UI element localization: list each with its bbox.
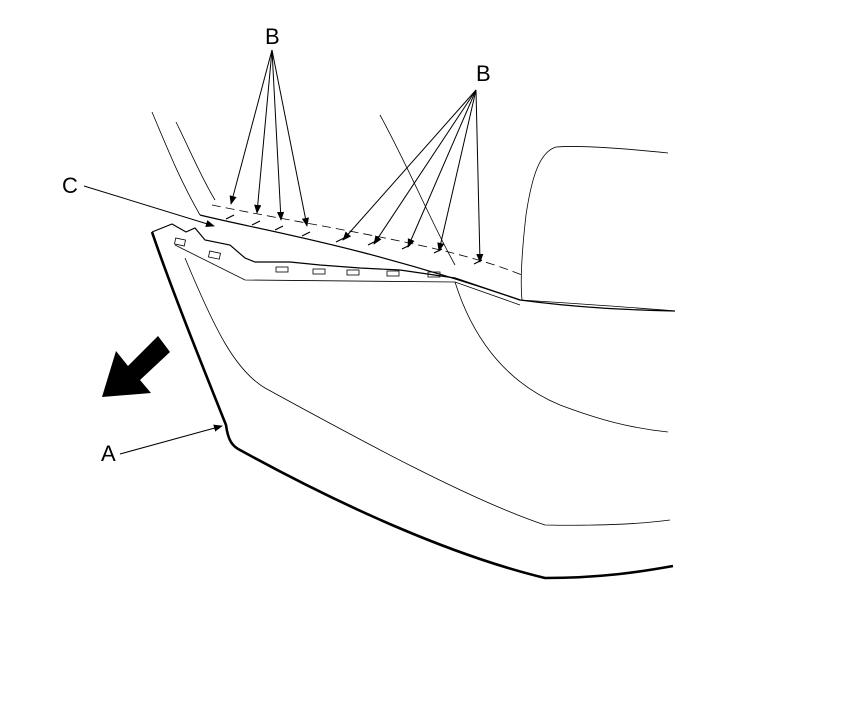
leader-b-right <box>475 89 484 263</box>
leader-b-left <box>229 49 273 205</box>
rear-bumper-cover <box>150 223 674 580</box>
leader-b-left <box>271 49 285 221</box>
dashed-clip-line <box>211 204 523 276</box>
body-crease-line <box>379 114 456 266</box>
clip-point <box>335 237 345 243</box>
leader-c <box>83 185 215 228</box>
vehicle-body <box>151 111 676 312</box>
clip-point <box>274 225 284 231</box>
body-side-line <box>519 299 676 312</box>
bumper-outer-edge <box>150 231 674 580</box>
clip-slot <box>386 270 400 277</box>
clip-slot <box>312 268 326 275</box>
body-clip-points <box>225 214 483 265</box>
callout-b-right: B <box>476 61 491 86</box>
leader-b-right <box>373 89 477 245</box>
leader-b-right <box>407 89 477 248</box>
clip-slot <box>275 266 289 273</box>
clip-slot <box>346 269 360 276</box>
leader-b-left <box>254 49 273 214</box>
bumper-side-contour <box>454 281 669 433</box>
fender-line-inner <box>175 121 216 201</box>
leader-b-right <box>342 89 477 241</box>
clip-point <box>251 220 261 226</box>
callout-b-left: B <box>265 24 280 49</box>
clip-slot <box>174 237 186 247</box>
clip-point <box>301 231 311 237</box>
trunk-edge-line <box>199 214 676 312</box>
bumper-upper-crease <box>174 244 521 306</box>
callout-a: A <box>101 441 116 466</box>
clip-point <box>225 214 235 220</box>
fender-line-left <box>151 111 201 216</box>
bumper-top-edge <box>151 223 521 301</box>
tail-lamp-outline <box>520 145 669 301</box>
leader-lines <box>83 49 484 455</box>
leader-b-right <box>437 89 477 252</box>
bumper-contour-line <box>184 257 671 526</box>
clip-point <box>473 259 483 265</box>
leader-a <box>119 424 223 455</box>
leader-b-left <box>271 49 309 227</box>
removal-direction-arrow-icon <box>102 336 170 397</box>
clip-slot <box>427 271 441 278</box>
bumper-clip-slots <box>174 237 441 278</box>
clip-slot <box>208 250 221 260</box>
callout-c: C <box>62 173 78 198</box>
